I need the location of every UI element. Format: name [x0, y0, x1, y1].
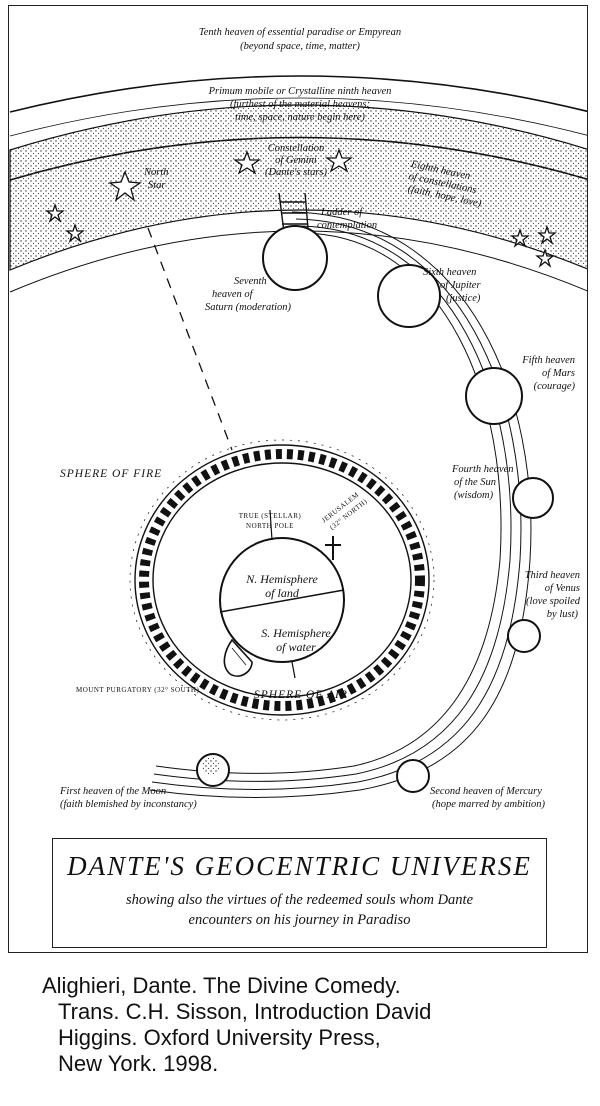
star-icon	[510, 227, 530, 248]
gemini-star-left-icon	[232, 150, 262, 175]
svg-text:of Mars: of Mars	[542, 368, 575, 379]
svg-text:NORTH POLE: NORTH POLE	[246, 522, 294, 530]
svg-text:(beyond space, time, matter): (beyond space, time, matter)	[240, 41, 360, 52]
ladder-label: Ladder of contemplation	[317, 207, 377, 231]
svg-text:time, space, nature begin here: time, space, nature begin here)	[235, 112, 365, 123]
svg-text:Primum mobile or Crystalline n: Primum mobile or Crystalline ninth heave…	[208, 86, 392, 97]
star-icon	[65, 222, 85, 243]
svg-text:Fifth heaven: Fifth heaven	[521, 355, 575, 366]
s-hemisphere-label: S. Hemisphere of water	[261, 626, 331, 654]
svg-text:of land: of land	[265, 586, 300, 600]
diagram-subtitle: showing also the virtues of the redeemed…	[125, 892, 474, 928]
ninth-heaven-label: Primum mobile or Crystalline ninth heave…	[208, 86, 392, 123]
svg-text:of water: of water	[276, 640, 316, 654]
citation-line: Higgins. Oxford University Press,	[58, 1025, 381, 1050]
svg-text:Tenth heaven of essential para: Tenth heaven of essential paradise or Em…	[199, 27, 401, 38]
svg-text:Fourth heaven: Fourth heaven	[451, 464, 514, 475]
svg-text:TRUE (STELLAR): TRUE (STELLAR)	[239, 512, 302, 520]
gemini-label: Constellation of Gemini (Dante's stars)	[265, 143, 328, 178]
third-heaven-label: Third heaven of Venus (love spoiled by l…	[525, 570, 581, 620]
n-hemisphere-label: N. Hemisphere of land	[245, 572, 318, 600]
north-star-icon	[108, 170, 142, 202]
svg-text:(love spoiled: (love spoiled	[526, 596, 581, 607]
svg-text:(courage): (courage)	[534, 381, 576, 392]
mount-purgatory-label: MOUNT PURGATORY (32° SOUTH)	[76, 686, 199, 694]
mercury-planet	[396, 759, 430, 793]
sight-dashed-line	[147, 227, 233, 451]
north-star-label: North Star	[143, 167, 169, 191]
svg-text:contemplation: contemplation	[317, 220, 377, 231]
earth-globe	[219, 509, 345, 679]
svg-text:(furthest of the material heav: (furthest of the material heavens:	[230, 99, 370, 110]
svg-text:First heaven of the Moon: First heaven of the Moon	[59, 786, 166, 797]
svg-text:S. Hemisphere: S. Hemisphere	[261, 626, 331, 640]
svg-text:of Venus: of Venus	[545, 583, 580, 594]
tenth-heaven-label: Tenth heaven of essential paradise or Em…	[199, 27, 401, 52]
fifth-heaven-label: Fifth heaven of Mars (courage)	[521, 355, 575, 392]
sphere-of-fire	[129, 439, 435, 721]
jerusalem-label: JERUSALEM (32° NORTH)	[320, 490, 369, 531]
mars-planet	[465, 367, 523, 425]
svg-text:by lust): by lust)	[547, 609, 579, 620]
svg-text:Sixth heaven: Sixth heaven	[423, 267, 476, 278]
mount-purgatory	[223, 638, 253, 677]
venus-planet	[507, 619, 541, 653]
svg-text:(justice): (justice)	[446, 293, 481, 304]
eighth-heaven-band	[9, 104, 587, 271]
svg-text:(wisdom): (wisdom)	[454, 490, 494, 501]
svg-text:of the Sun: of the Sun	[454, 477, 496, 488]
sphere-of-fire-label: SPHERE OF FIRE	[60, 468, 162, 480]
svg-text:Star: Star	[148, 180, 166, 191]
diagram-title: DANTE'S GEOCENTRIC UNIVERSE	[67, 851, 532, 881]
moon-texture	[202, 757, 220, 775]
saturn-planet	[262, 225, 328, 291]
svg-text:Second heaven of Mercury: Second heaven of Mercury	[430, 786, 542, 797]
gemini-star-right-icon	[324, 148, 354, 173]
citation-line: Trans. C.H. Sisson, Introduction David	[58, 999, 432, 1024]
star-icon	[535, 247, 555, 268]
svg-text:Third heaven: Third heaven	[525, 570, 580, 581]
sixth-heaven-label: Sixth heaven of Jupiter (justice)	[423, 267, 481, 304]
svg-text:Seventh: Seventh	[234, 276, 267, 287]
svg-text:(hope marred by ambition): (hope marred by ambition)	[432, 799, 546, 810]
svg-text:Saturn (moderation): Saturn (moderation)	[205, 302, 292, 313]
svg-text:(faith blemished by inconstanc: (faith blemished by inconstancy)	[60, 799, 197, 810]
svg-text:Ladder of: Ladder of	[320, 207, 364, 218]
citation-text: Alighieri, Dante. The Divine Comedy. Tra…	[42, 973, 582, 1077]
empyrean-boundary-arc	[9, 75, 587, 113]
second-heaven-label: Second heaven of Mercury (hope marred by…	[430, 786, 546, 810]
svg-text:(Dante's stars): (Dante's stars)	[265, 167, 328, 178]
citation-line: New York. 1998.	[58, 1051, 219, 1076]
svg-text:North: North	[143, 167, 169, 178]
primum-mobile-inner-arc	[9, 97, 587, 137]
jerusalem-cross-icon	[325, 536, 341, 560]
north-pole-label: TRUE (STELLAR) NORTH POLE	[239, 512, 302, 530]
svg-text:Constellation: Constellation	[268, 143, 325, 154]
seventh-heaven-label: Seventh heaven of Saturn (moderation)	[205, 276, 292, 313]
south-pole-axis	[291, 661, 296, 679]
svg-text:heaven of: heaven of	[212, 289, 255, 300]
star-icon	[537, 224, 557, 245]
sun-planet	[512, 477, 554, 519]
geocentric-universe-diagram: Tenth heaven of essential paradise or Em…	[9, 27, 587, 810]
star-icons	[45, 148, 557, 268]
first-heaven-label: First heaven of the Moon (faith blemishe…	[59, 786, 197, 810]
sphere-of-air-label: SPHERE OF AIR	[254, 689, 348, 701]
fourth-heaven-label: Fourth heaven of the Sun (wisdom)	[451, 464, 514, 501]
north-pole-axis	[269, 509, 273, 541]
svg-text:N. Hemisphere: N. Hemisphere	[245, 572, 318, 586]
citation-line: Alighieri, Dante. The Divine Comedy.	[42, 973, 401, 998]
jupiter-planet	[377, 264, 441, 328]
planetary-orbit-arcs	[149, 211, 532, 798]
svg-text:of Jupiter: of Jupiter	[440, 280, 481, 291]
diagram-title-box: DANTE'S GEOCENTRIC UNIVERSE showing also…	[52, 838, 547, 948]
svg-text:of Gemini: of Gemini	[275, 155, 317, 166]
star-icon	[45, 202, 65, 223]
